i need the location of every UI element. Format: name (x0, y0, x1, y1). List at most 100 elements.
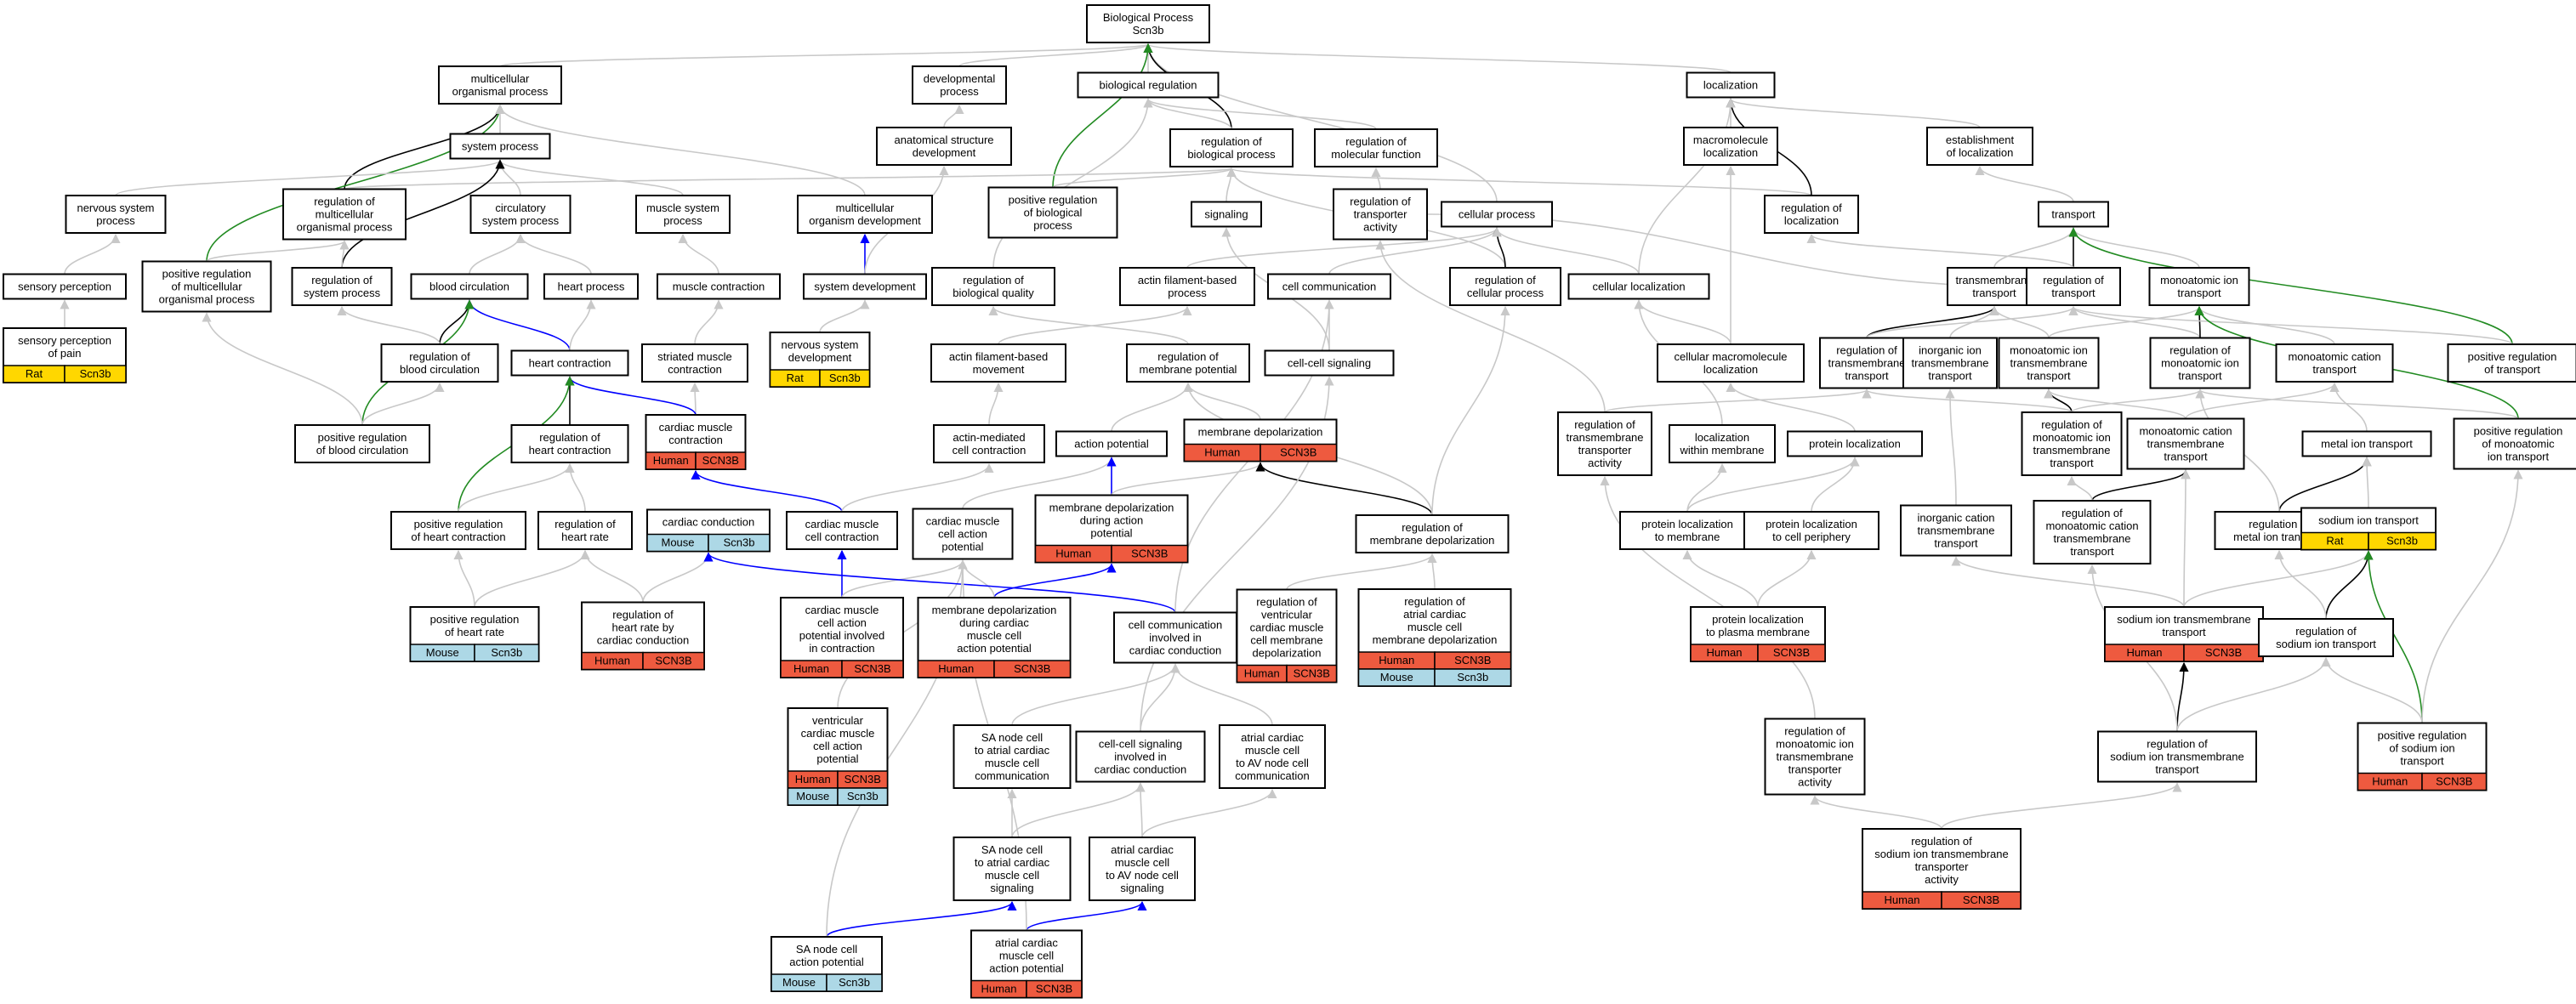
go-term-cellp[interactable]: cellular process (1441, 201, 1553, 228)
go-term-sysdev[interactable]: system development (803, 273, 927, 300)
node-label: sodium ion transport (2318, 514, 2419, 527)
go-term-ap[interactable]: action potential (1055, 430, 1168, 457)
go-term-loc[interactable]: localization (1686, 71, 1776, 99)
go-term-sensp[interactable]: sensory perception (3, 273, 127, 300)
go-term-signaling[interactable]: signaling (1191, 201, 1262, 228)
go-term-hc[interactable]: heart contraction (510, 349, 629, 377)
go-term-cc[interactable]: cell communication (1267, 273, 1391, 300)
go-term-mc[interactable]: muscle contraction (657, 273, 781, 300)
go-term-ccs[interactable]: cell-cell signaling (1264, 349, 1395, 377)
go-term-hp[interactable]: heart process (543, 273, 639, 300)
go-term-bc[interactable]: blood circulation (410, 273, 529, 300)
go-term-cl[interactable]: cellular localization (1567, 273, 1710, 300)
go-term-mett[interactable]: metal ion transport (2301, 430, 2432, 457)
go-term-rtta[interactable]: regulation oftransmembranetransporteract… (1557, 411, 1652, 476)
go-term-transport[interactable]: transport (2038, 201, 2109, 228)
go-term-bioreg[interactable]: biological regulation (1077, 71, 1220, 99)
go-term-ploc[interactable]: protein localization (1787, 430, 1923, 457)
go-term-sysp[interactable]: system process (449, 133, 551, 160)
